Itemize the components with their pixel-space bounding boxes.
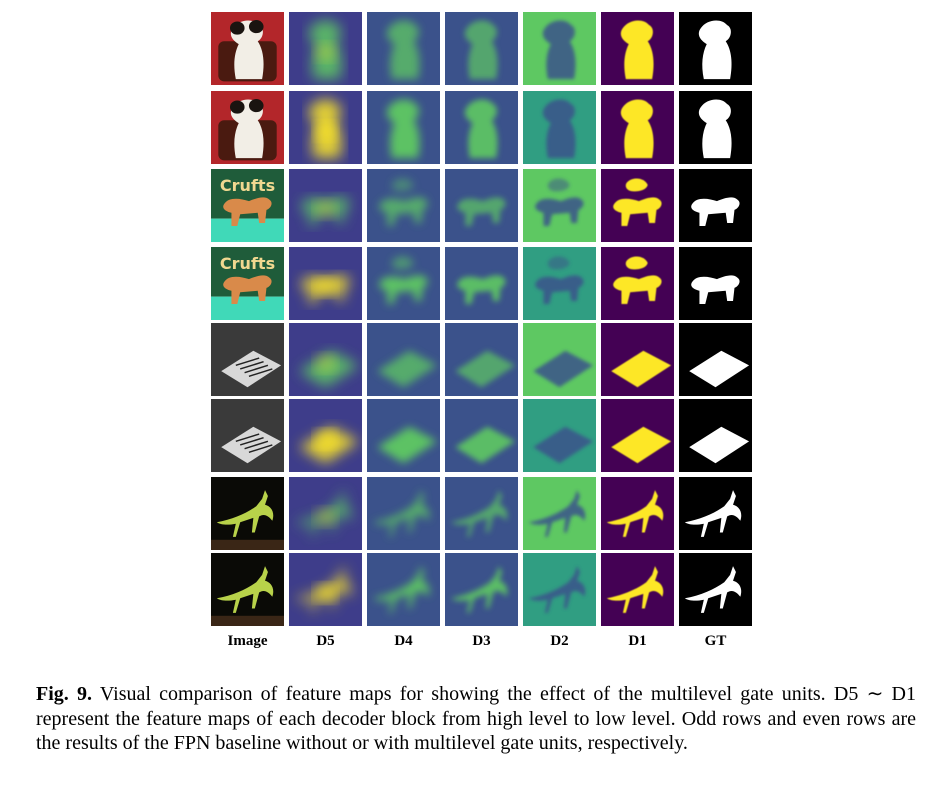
feature-map-d3-tile [445,12,518,85]
feature-map-d2-tile [523,91,596,164]
ground-truth-tile [679,323,752,396]
column-label: D3 [472,633,491,649]
feature-map-d4-tile [367,553,440,626]
ground-truth-tile [679,12,752,85]
column-label: D5 [316,633,335,649]
feature-map-d2-tile [523,553,596,626]
feature-map-d4-tile [367,91,440,164]
feature-map-d5-tile [289,12,362,85]
feature-map-d2-tile [523,323,596,396]
input-image-tile [211,553,284,626]
ground-truth-tile [679,553,752,626]
column-label: D1 [628,633,647,649]
feature-map-d5-tile [289,477,362,550]
input-image-tile [211,399,284,472]
column-label: D4 [394,633,413,649]
feature-map-d5-tile [289,553,362,626]
feature-map-d3-tile [445,477,518,550]
feature-map-d4-tile [367,323,440,396]
column-label: D2 [550,633,569,649]
feature-map-d4-tile [367,12,440,85]
feature-map-d5-tile [289,323,362,396]
input-image-tile [211,91,284,164]
ground-truth-tile [679,399,752,472]
feature-map-d3-tile [445,247,518,320]
feature-map-d2-tile [523,169,596,242]
column-label: GT [704,633,727,649]
feature-map-d4-tile [367,399,440,472]
feature-map-d3-tile [445,323,518,396]
feature-map-d5-tile [289,169,362,242]
ground-truth-tile [679,169,752,242]
ground-truth-tile [679,91,752,164]
feature-map-d2-tile [523,399,596,472]
feature-map-d4-tile [367,247,440,320]
feature-map-d4-tile [367,477,440,550]
feature-map-d1-tile [601,399,674,472]
ground-truth-tile [679,247,752,320]
sign-text: Crufts [220,176,275,195]
input-image-tile: Crufts [211,247,284,320]
feature-map-d1-tile [601,477,674,550]
feature-map-d1-tile [601,169,674,242]
caption-text: Visual comparison of feature maps for sh… [36,683,917,754]
ground-truth-tile [679,477,752,550]
input-image-tile: Crufts [211,169,284,242]
feature-map-d5-tile [289,91,362,164]
sign-text: Crufts [220,254,275,273]
feature-map-d2-tile [523,12,596,85]
feature-map-d1-tile [601,91,674,164]
feature-map-d3-tile [445,553,518,626]
feature-map-d2-tile [523,477,596,550]
feature-map-d4-tile [367,169,440,242]
input-image-tile [211,12,284,85]
feature-map-d5-tile [289,399,362,472]
feature-map-d3-tile [445,91,518,164]
input-image-tile [211,477,284,550]
caption-label: Fig. 9. [36,683,93,705]
feature-map-d3-tile [445,399,518,472]
feature-map-d3-tile [445,169,518,242]
column-label: Image [227,633,268,649]
feature-map-d1-tile [601,12,674,85]
feature-map-d5-tile [289,247,362,320]
feature-map-d1-tile [601,323,674,396]
input-image-tile [211,323,284,396]
feature-map-d1-tile [601,247,674,320]
feature-map-d1-tile [601,553,674,626]
feature-map-d2-tile [523,247,596,320]
figure-caption: Fig. 9. Visual comparison of feature map… [36,682,916,756]
